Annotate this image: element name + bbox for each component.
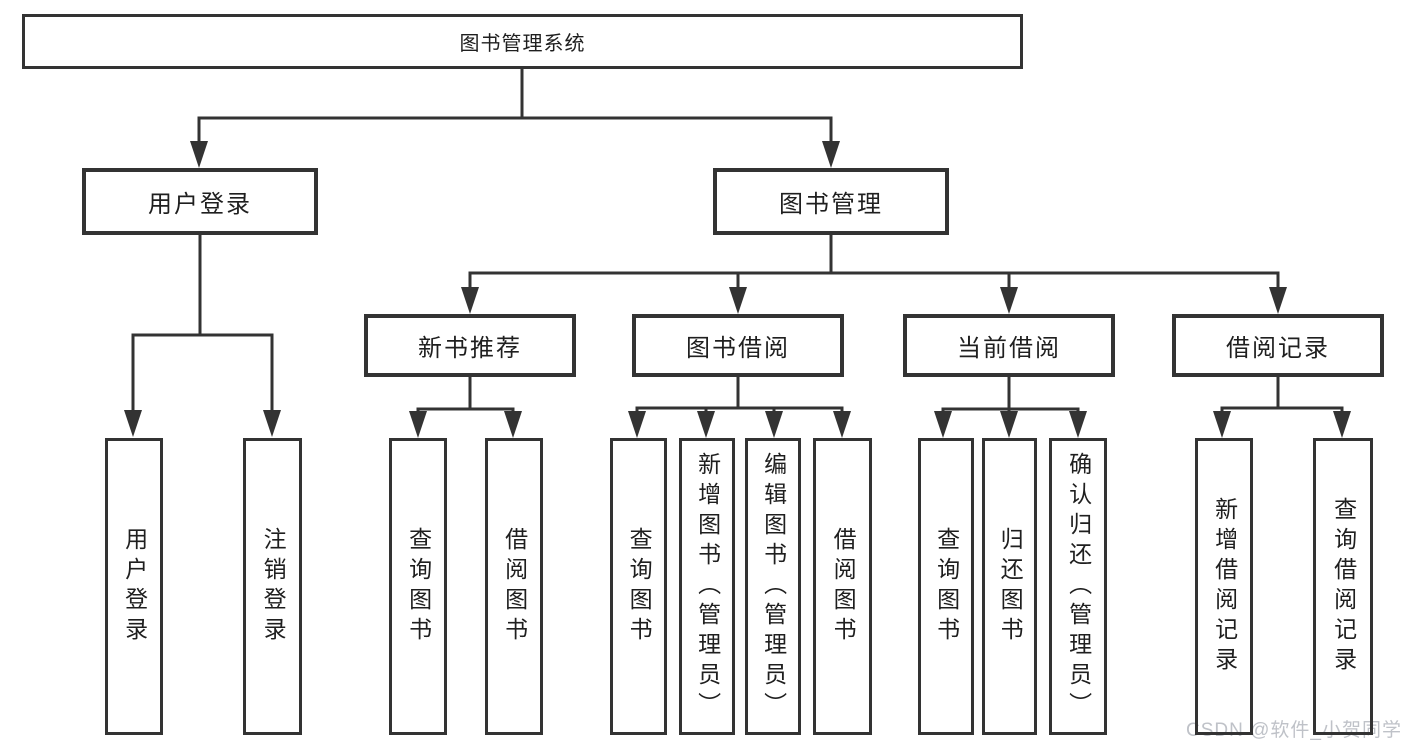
node-book-borrow: 图书借阅 [632, 314, 844, 377]
leaf-query-books-recommend: 查询图书 [389, 438, 447, 735]
node-borrow-record: 借阅记录 [1172, 314, 1384, 377]
leaf-query-books-recommend-label: 查询图书 [405, 526, 432, 647]
arrowhead-icon [124, 410, 142, 437]
arrowhead-icon [934, 411, 952, 438]
watermark: CSDN @软件_小贺同学 [1186, 720, 1402, 741]
leaf-query-books-current: 查询图书 [918, 438, 974, 735]
node-user-login-label: 用户登录 [148, 191, 252, 218]
arrowhead-icon [461, 287, 479, 314]
arrowhead-icon [1000, 287, 1018, 314]
arrowhead-icon [765, 411, 783, 438]
node-user-login: 用户登录 [82, 168, 318, 235]
leaf-add-borrow-record-label: 新增借阅记录 [1211, 496, 1238, 677]
node-root-label: 图书管理系统 [459, 33, 586, 55]
leaf-borrow-books: 借阅图书 [813, 438, 872, 735]
arrowhead-icon [1269, 287, 1287, 314]
arrowhead-icon [1069, 411, 1087, 438]
arrowhead-icon [1213, 411, 1231, 438]
leaf-user-login: 用户登录 [105, 438, 163, 735]
node-new-book-recommend-label: 新书推荐 [418, 335, 522, 362]
leaf-edit-book-admin: 编辑图书（管理员） [745, 438, 801, 735]
leaf-query-books-borrow-label: 查询图书 [626, 526, 653, 647]
arrowhead-icon [1000, 411, 1018, 438]
arrowhead-icon [822, 141, 840, 168]
arrowhead-icon [628, 411, 646, 438]
node-borrow-record-label: 借阅记录 [1226, 335, 1330, 362]
leaf-add-borrow-record: 新增借阅记录 [1195, 438, 1253, 735]
node-book-management-label: 图书管理 [779, 191, 883, 218]
leaf-borrow-books-recommend-label: 借阅图书 [501, 526, 528, 647]
leaf-borrow-books-label: 借阅图书 [830, 526, 857, 647]
arrowhead-icon [263, 410, 281, 437]
leaf-query-books-borrow: 查询图书 [610, 438, 667, 735]
node-new-book-recommend: 新书推荐 [364, 314, 576, 377]
node-current-borrow-label: 当前借阅 [957, 335, 1061, 362]
node-current-borrow: 当前借阅 [903, 314, 1115, 377]
node-book-borrow-label: 图书借阅 [686, 335, 790, 362]
leaf-return-book: 归还图书 [982, 438, 1037, 735]
node-root: 图书管理系统 [22, 14, 1023, 69]
leaf-query-borrow-record-label: 查询借阅记录 [1330, 496, 1357, 677]
arrowhead-icon [697, 411, 715, 438]
arrowhead-icon [1333, 411, 1351, 438]
leaf-logout: 注销登录 [243, 438, 302, 735]
leaf-add-book-admin: 新增图书（管理员） [679, 438, 735, 735]
arrowhead-icon [190, 141, 208, 168]
leaf-confirm-return-admin-label: 确认归还（管理员） [1065, 451, 1092, 722]
arrowhead-icon [409, 411, 427, 438]
leaf-query-borrow-record: 查询借阅记录 [1313, 438, 1373, 735]
leaf-add-book-admin-label: 新增图书（管理员） [694, 451, 721, 722]
leaf-logout-label: 注销登录 [260, 526, 287, 647]
arrowhead-icon [504, 411, 522, 438]
arrowhead-icon [833, 411, 851, 438]
leaf-query-books-current-label: 查询图书 [933, 526, 960, 647]
leaf-edit-book-admin-label: 编辑图书（管理员） [760, 451, 787, 722]
node-book-management: 图书管理 [713, 168, 949, 235]
leaf-borrow-books-recommend: 借阅图书 [485, 438, 543, 735]
arrowhead-icon [729, 287, 747, 314]
leaf-confirm-return-admin: 确认归还（管理员） [1049, 438, 1107, 735]
arrowhead-icons [124, 141, 1351, 438]
leaf-return-book-label: 归还图书 [997, 526, 1024, 647]
leaf-user-login-label: 用户登录 [121, 526, 148, 647]
